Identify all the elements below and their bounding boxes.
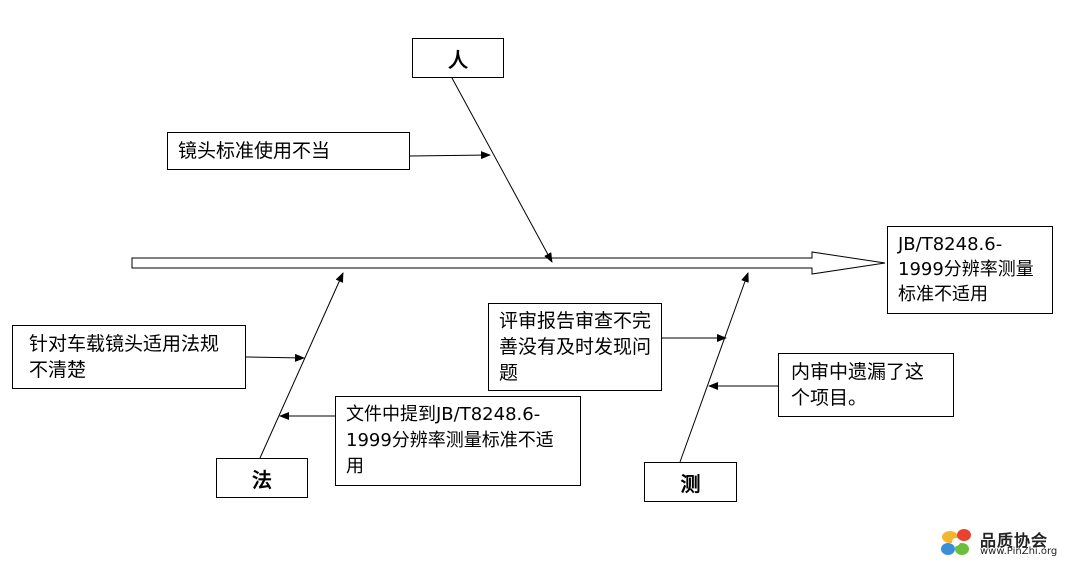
- cause-regulation-unclear: 针对车载镜头适用法规不清楚: [12, 325, 246, 389]
- category-ren: 人: [412, 38, 504, 78]
- cause-lens-misuse: 镜头标准使用不当: [167, 132, 410, 170]
- bone-fa: [259, 272, 344, 459]
- logo-name: 品质协会: [980, 531, 1049, 550]
- category-fa: 法: [216, 458, 308, 498]
- cause-audit-missed-text: 内审中遗漏了这个项目。: [791, 361, 925, 409]
- category-ren-label: 人: [448, 47, 468, 72]
- bone-ce: [679, 272, 749, 463]
- arrow-lens-misuse: [409, 151, 491, 160]
- category-ce-label: 测: [680, 471, 701, 496]
- cause-review-incomplete-text: 评审报告审查不完善没有及时发现问题: [499, 310, 652, 384]
- cause-doc-mentions: 文件中提到JB/T8248.6-1999分辨率测量标准不适用: [335, 396, 581, 486]
- watermark-logo: 品质协会 www.PinZhi.org: [938, 525, 1063, 561]
- arrow-regulation: [245, 353, 305, 362]
- flower-icon: [941, 529, 971, 555]
- cause-audit-missed: 内审中遗漏了这个项目。: [778, 353, 954, 417]
- cause-lens-misuse-text: 镜头标准使用不当: [178, 140, 331, 162]
- cause-doc-mentions-text: 文件中提到JB/T8248.6-1999分辨率测量标准不适用: [346, 404, 554, 477]
- category-ce: 测: [644, 462, 737, 502]
- bone-ren: [451, 77, 553, 263]
- effect-box: JB/T8248.6-1999分辨率测量标准不适用: [887, 226, 1053, 314]
- logo-url: www.PinZhi.org: [980, 546, 1058, 557]
- spine-arrow: [131, 251, 886, 275]
- cause-regulation-unclear-text: 针对车载镜头适用法规不清楚: [29, 333, 220, 381]
- category-fa-label: 法: [252, 467, 272, 492]
- effect-text: JB/T8248.6-1999分辨率测量标准不适用: [898, 234, 1034, 305]
- cause-review-incomplete: 评审报告审查不完善没有及时发现问题: [488, 303, 662, 391]
